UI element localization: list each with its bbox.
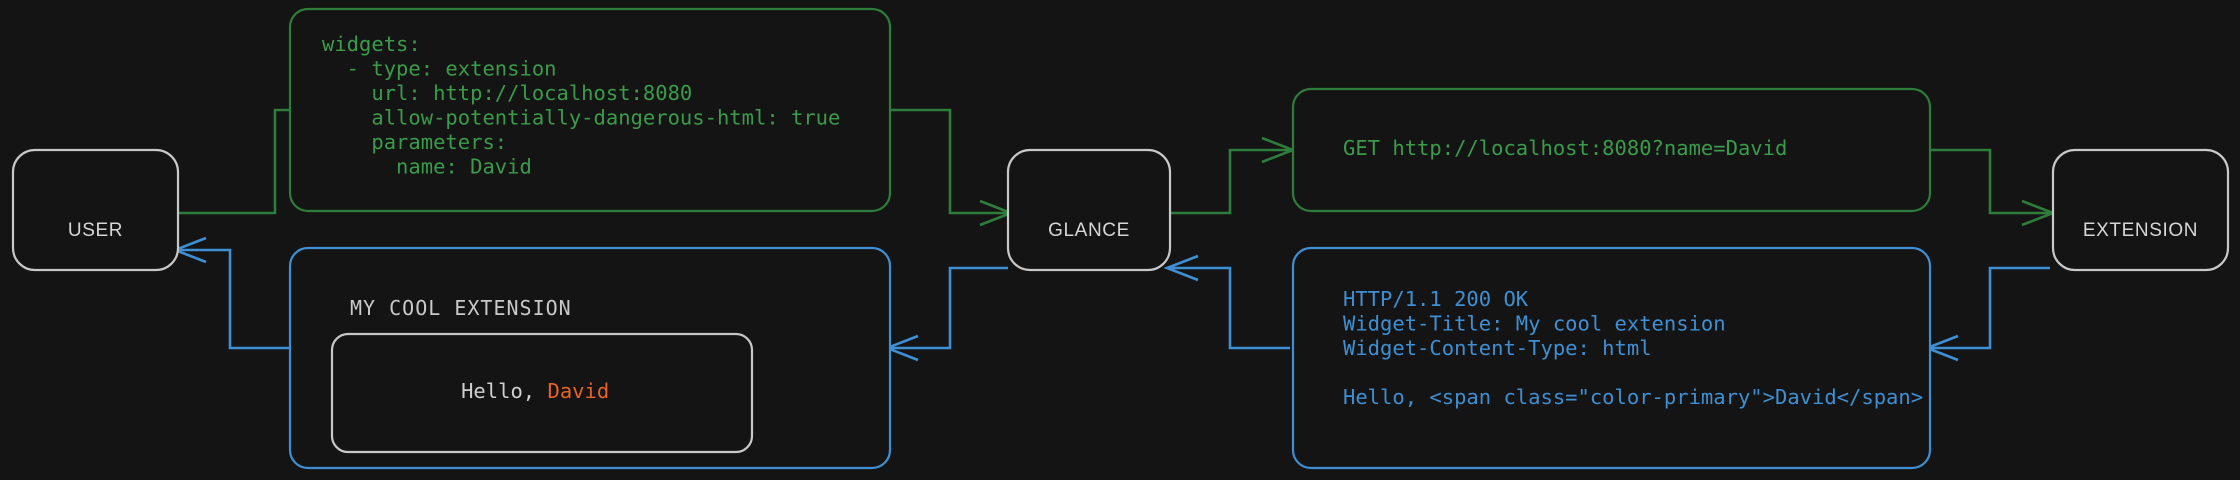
config-line-5: name: David <box>322 155 532 179</box>
node-extension[interactable]: EXTENSION <box>2051 148 2230 272</box>
http-response-line-0: HTTP/1.1 200 OK <box>1343 287 1529 311</box>
config-line-4: parameters: <box>322 130 507 154</box>
node-extension-label: EXTENSION <box>2083 220 2198 241</box>
widget-preview-body-accent: David <box>548 379 610 403</box>
http-response-line-1: Widget-Title: My cool extension <box>1343 312 1726 336</box>
edge-response-to-glance <box>1163 254 1290 350</box>
config-line-3: allow-potentially-dangerous-html: true <box>322 106 840 130</box>
edge-glance-to-request <box>1170 136 1297 215</box>
http-request-box-shape <box>1291 87 1932 213</box>
http-response-box[interactable]: HTTP/1.1 200 OK Widget-Title: My cool ex… <box>1291 246 1932 470</box>
config-yaml-box-shape <box>288 7 892 213</box>
config-yaml-box[interactable]: widgets: - type: extension url: http://l… <box>288 7 892 213</box>
config-line-0: widgets: <box>322 32 421 56</box>
widget-preview-body-prefix: Hello, <box>461 379 547 403</box>
http-request-line-0: GET http://localhost:8080?name=David <box>1343 136 1787 160</box>
node-glance-shape <box>1006 148 1172 272</box>
http-response-line-4: Hello, <span class="color-primary">David… <box>1343 385 1923 409</box>
node-glance-label: GLANCE <box>1048 220 1130 241</box>
edge-widget-to-user <box>171 236 290 350</box>
node-extension-shape <box>2051 148 2230 272</box>
http-response-box-shape <box>1291 246 1932 470</box>
http-request-box[interactable]: GET http://localhost:8080?name=David <box>1291 87 1932 213</box>
node-user-shape <box>11 148 180 272</box>
config-line-1: - type: extension <box>322 57 557 81</box>
widget-preview-box[interactable]: MY COOL EXTENSION Hello, David <box>288 246 892 470</box>
widget-preview-body: Hello, David <box>350 379 696 403</box>
http-response-line-2: Widget-Content-Type: html <box>1343 336 1652 360</box>
node-glance[interactable]: GLANCE <box>1006 148 1172 272</box>
node-user[interactable]: USER <box>11 148 180 272</box>
edge-glance-to-widget <box>883 266 1008 362</box>
node-user-label: USER <box>68 220 123 241</box>
widget-preview-title: MY COOL EXTENSION <box>350 296 572 320</box>
edge-config-to-glance <box>890 108 1015 227</box>
widget-preview-content-frame <box>330 332 754 454</box>
edge-request-to-extension <box>1930 148 2057 227</box>
edge-extension-to-response <box>1923 266 2050 362</box>
config-line-2: url: http://localhost:8080 <box>322 81 692 105</box>
